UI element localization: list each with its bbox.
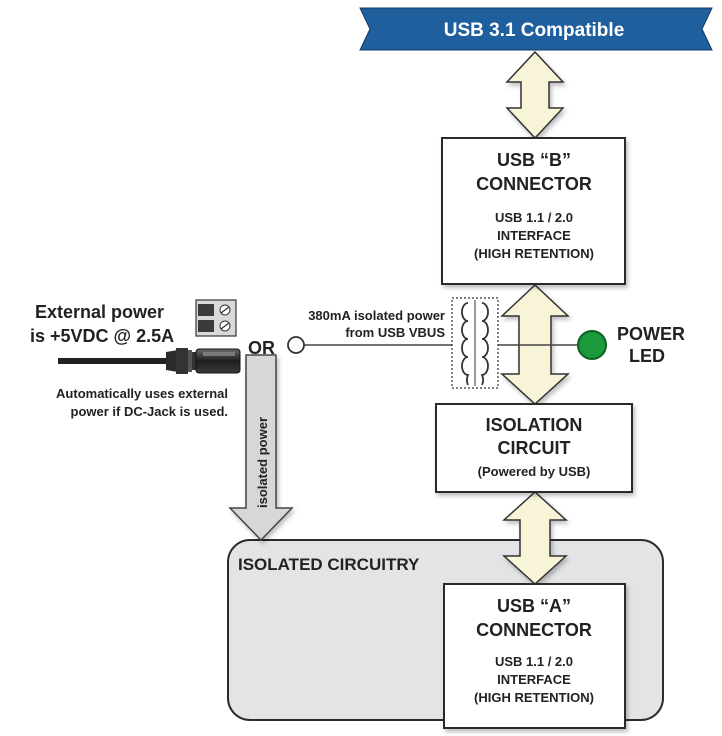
isolated-power-label: isolated power <box>255 417 270 508</box>
power-led-line1: POWER <box>617 324 685 344</box>
usb-power-line2: from USB VBUS <box>345 325 445 340</box>
arrow-banner-to-usb-b <box>505 50 565 140</box>
banner-shape <box>359 7 713 51</box>
usb-b-title-line1: USB “B” <box>497 150 571 170</box>
external-power-line1: External power <box>35 302 164 322</box>
usb-b-sub-line3: (HIGH RETENTION) <box>474 246 594 261</box>
double-arrow <box>505 50 565 140</box>
usb-a-sub-line1: USB 1.1 / 2.0 <box>495 654 573 669</box>
isolated-region-label: ISOLATED CIRCUITRY <box>238 555 420 574</box>
usb-b-box <box>441 137 626 285</box>
usb-a-connector-box: USB “A” CONNECTOR USB 1.1 / 2.0 INTERFAC… <box>443 583 626 729</box>
usb-a-sub-line2: INTERFACE <box>497 672 571 687</box>
usb-b-sub-line1: USB 1.1 / 2.0 <box>495 210 573 225</box>
led-icon <box>577 330 607 360</box>
dc-cable <box>58 358 168 364</box>
isolated-power-arrow <box>228 354 294 542</box>
terminal-block-icon <box>195 299 237 337</box>
external-power-note-line2: power if DC-Jack is used. <box>71 404 229 419</box>
isolation-box <box>435 403 633 493</box>
isolation-title-line2: CIRCUIT <box>498 438 571 458</box>
isolation-circuit-box: ISOLATION CIRCUIT (Powered by USB) <box>435 403 633 493</box>
usb-a-box <box>443 583 626 729</box>
banner-label: USB 3.1 Compatible <box>444 20 625 41</box>
isolation-title-line1: ISOLATION <box>486 415 583 435</box>
down-arrow <box>228 354 294 542</box>
or-junction-node <box>287 336 305 354</box>
dc-jack-plug-icon <box>58 348 241 374</box>
usb-3-1-banner: USB 3.1 Compatible <box>359 7 713 51</box>
usb-a-title-line2: CONNECTOR <box>476 620 592 640</box>
transformer-primary-coil <box>461 302 470 386</box>
usb-a-title-line1: USB “A” <box>497 596 571 616</box>
power-led-line2: LED <box>629 346 665 366</box>
power-led: POWER LED <box>577 324 685 366</box>
transformer-icon <box>451 297 499 389</box>
transformer-secondary-coil <box>480 302 489 386</box>
usb-b-title-line2: CONNECTOR <box>476 174 592 194</box>
usb-power-line1: 380mA isolated power <box>308 308 445 323</box>
external-power-note-line1: Automatically uses external <box>56 386 228 401</box>
usb-b-connector-box: USB “B” CONNECTOR USB 1.1 / 2.0 INTERFAC… <box>441 137 626 285</box>
isolation-sub-line1: (Powered by USB) <box>478 464 591 479</box>
usb-a-sub-line3: (HIGH RETENTION) <box>474 690 594 705</box>
usb-b-sub-line2: INTERFACE <box>497 228 571 243</box>
external-power-line2: is +5VDC @ 2.5A <box>30 326 174 346</box>
or-label: OR <box>248 338 275 358</box>
